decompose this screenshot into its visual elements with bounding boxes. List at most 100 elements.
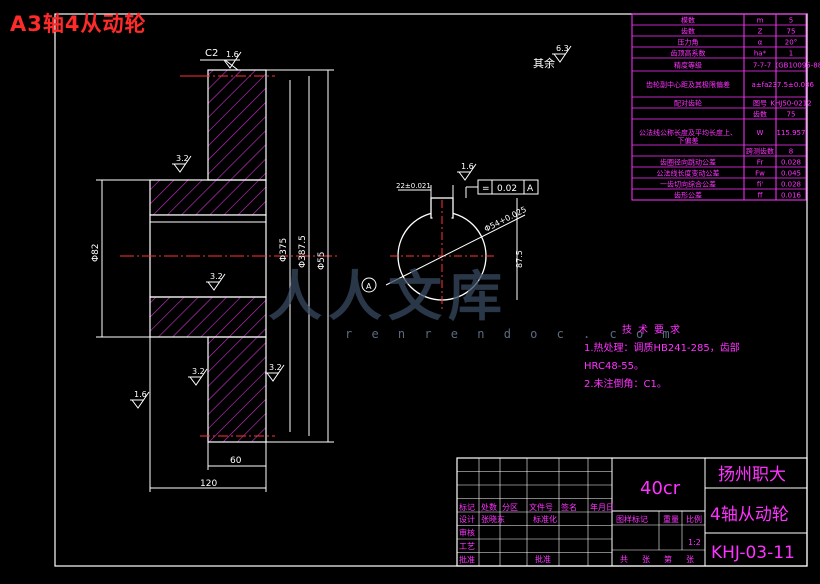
tb-stage-label: 图样标记 <box>616 514 648 524</box>
drawing-header-title: A3轴4从动轮 <box>10 12 147 36</box>
param-value: 0.045 <box>781 170 801 178</box>
roughness-symbol: 1.6 <box>222 50 242 69</box>
param-symbol: α <box>758 39 763 47</box>
param-symbol: 图号 <box>753 100 767 108</box>
param-value: 7-7-7（GB10095-88） <box>753 62 820 70</box>
param-symbol: 跨测齿数 <box>746 147 774 156</box>
dim-total-width: 120 <box>200 479 217 489</box>
tb-part-name: 4轴从动轮 <box>710 505 789 525</box>
param-label: 精度等级 <box>674 61 702 70</box>
param-row: 齿顶高系数 ha* 1 <box>671 49 794 58</box>
param-label: 公法线长度变动公差 <box>657 169 720 178</box>
roughness-symbol: 6.3 <box>552 44 572 63</box>
svg-text:3.2: 3.2 <box>176 154 189 163</box>
param-label: 齿顶高系数 <box>671 49 706 58</box>
tb-column-label: 处数 <box>481 502 497 512</box>
svg-text:0.02: 0.02 <box>497 184 517 194</box>
hub-upper <box>149 179 267 216</box>
param-value: KHJ50-0212 <box>770 100 811 108</box>
roughness-symbol: 1.6 <box>130 390 150 409</box>
param-value: 1 <box>789 50 793 58</box>
svg-text:3.2: 3.2 <box>192 367 205 376</box>
tb-row-label: 批准 <box>459 555 475 565</box>
datum-circle <box>361 277 377 293</box>
tb-row-label: 工艺 <box>459 542 475 551</box>
hub-lower <box>149 296 267 338</box>
param-symbol: a±fa <box>752 81 769 89</box>
tb-designer: 张晓东 <box>481 514 505 524</box>
rim-upper <box>207 69 267 181</box>
param-label: 齿轮副中心距及其极限偏差 <box>646 80 730 89</box>
tb-stage-label: 重量 <box>663 514 679 524</box>
tech-req-line-3: 2.未注倒角：C1。 <box>584 379 667 390</box>
dim-hub-width: 60 <box>230 456 242 466</box>
roughness-symbol: 1.6 <box>457 162 477 181</box>
svg-text:1.6: 1.6 <box>226 50 239 59</box>
tb-sheet-label: 张 <box>686 555 694 564</box>
tb-column-label: 文件号 <box>529 502 553 512</box>
roughness-symbol: 3.2 <box>172 154 192 173</box>
tb-sheet-label: 共 <box>620 555 628 564</box>
technical-requirements: 技术要求 1.热处理：调质HB241-285，齿部 HRC48-55。 2.未注… <box>584 322 804 394</box>
param-row: 公法线长度变动公差 Fw 0.045 <box>657 169 802 178</box>
dim-bore-tolerance: Φ54+0.025 <box>483 205 528 234</box>
param-row: 齿形公差 ff 0.016 <box>674 191 802 200</box>
dim-key-depth: 87.5 <box>515 250 524 268</box>
svg-text:3.2: 3.2 <box>269 363 282 372</box>
tb-sheet-label: 张 <box>642 555 650 564</box>
tb-column-label: 标记 <box>459 502 475 512</box>
svg-text:1.6: 1.6 <box>461 162 474 171</box>
dim-hub-diameter: Φ82 <box>91 243 101 262</box>
param-value: 5 <box>789 17 793 25</box>
param-value: 0.016 <box>781 192 802 200</box>
tech-req-line-2: HRC48-55。 <box>584 361 645 372</box>
param-value: 75 <box>787 28 796 36</box>
param-symbol: m <box>757 17 764 25</box>
param-value: 0.028 <box>781 159 801 167</box>
param-symbol: ff <box>758 192 763 200</box>
gear-section-view <box>120 69 340 443</box>
param-label: 齿形公差 <box>674 191 702 200</box>
title-block: 标记处数分区文件号签名年月日设计审核工艺批准张晓东标准化批准40cr图样标记重量… <box>456 457 808 567</box>
svg-text:=: = <box>482 184 490 194</box>
roughness-symbols: 6.3 3.2 3.2 1.6 3.2 1.6 3.2 1.6 <box>130 44 572 409</box>
param-value: 237.5±0.036 <box>768 81 814 89</box>
svg-text:6.3: 6.3 <box>556 44 569 53</box>
svg-text:3.2: 3.2 <box>210 272 223 281</box>
roughness-symbol: 3.2 <box>188 367 208 386</box>
tb-row-label: 审核 <box>459 528 475 538</box>
tolerance-frame: = 0.02 A <box>465 179 539 198</box>
param-label: 配对齿轮 <box>674 99 702 108</box>
param-symbol: Fw <box>755 170 765 178</box>
tb-material: 40cr <box>640 478 681 499</box>
datum-label: A <box>366 282 372 291</box>
svg-text:1.6: 1.6 <box>134 390 147 399</box>
svg-text:下偏差: 下偏差 <box>678 136 699 145</box>
tb-school: 扬州职大 <box>718 465 786 485</box>
param-label: 公法线公称长度及平均长度上、 <box>639 128 737 137</box>
tb-column-label: 年月日 <box>590 502 614 512</box>
rim-lower <box>207 336 267 443</box>
tb-standard: 标准化 <box>533 514 557 524</box>
param-symbol: ha* <box>754 50 767 58</box>
svg-text:A: A <box>527 184 534 194</box>
tb-drawing-no: KHJ-03-11 <box>711 543 795 563</box>
watermark-url: r e n r e n d o c . c o m <box>345 327 676 341</box>
roughness-symbol: 3.2 <box>206 272 226 291</box>
dim-tip-diameter: Φ387.5 <box>298 235 308 268</box>
dim-text: Φ82 Φ375 Φ387.5 Φ55 60 120 <box>91 235 327 489</box>
drawing-border <box>54 13 808 567</box>
tb-column-label: 签名 <box>561 502 577 512</box>
tech-req-title: 技术要求 <box>622 325 686 336</box>
param-symbol: Z <box>758 28 763 36</box>
